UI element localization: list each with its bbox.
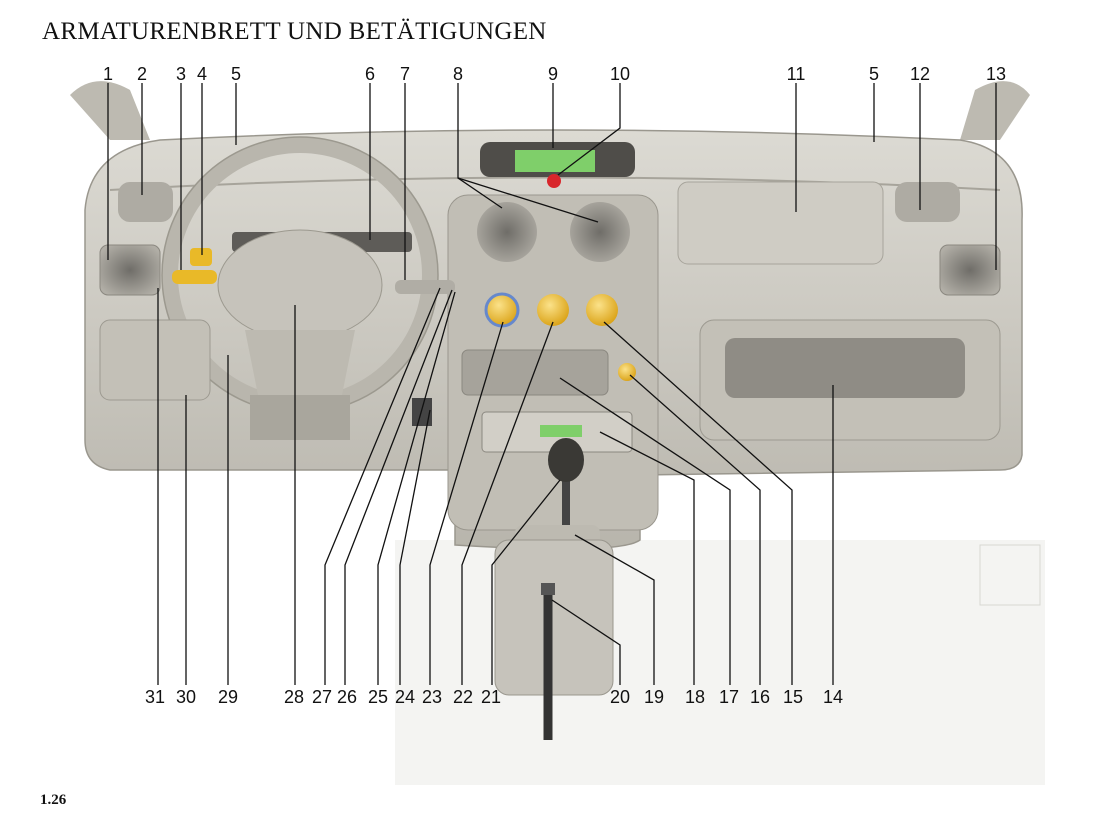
- left-speaker-grille: [118, 182, 173, 222]
- callout-label: 30: [176, 687, 196, 707]
- callout-label: 9: [548, 64, 558, 84]
- callout-label: 6: [365, 64, 375, 84]
- callout-label: 26: [337, 687, 357, 707]
- callout-label: 15: [783, 687, 803, 707]
- fuse-box-cover: [100, 320, 210, 400]
- callout-label: 7: [400, 64, 410, 84]
- callout-label: 31: [145, 687, 165, 707]
- callout-label: 23: [422, 687, 442, 707]
- callout-label: 13: [986, 64, 1006, 84]
- right-stalk: [395, 280, 455, 294]
- callout-label: 10: [610, 64, 630, 84]
- callout-label: 17: [719, 687, 739, 707]
- callout-label: 14: [823, 687, 843, 707]
- bottom-callouts: 31 30 29 28 27 26 25 24 23 22 21 20 19 1…: [145, 687, 843, 707]
- callout-label: 5: [869, 64, 879, 84]
- callout-label: 11: [787, 64, 806, 84]
- hazard-button: [547, 174, 561, 188]
- right-a-pillar: [960, 81, 1030, 140]
- left-stalk-upper: [190, 248, 212, 266]
- callout-label: 25: [368, 687, 388, 707]
- callout-label: 12: [910, 64, 930, 84]
- temperature-knob: [486, 294, 518, 326]
- passenger-airbag-panel: [678, 182, 883, 264]
- callout-label: 4: [197, 64, 207, 84]
- left-stalk: [172, 270, 217, 284]
- callout-label: 19: [644, 687, 664, 707]
- radio-display: [540, 425, 582, 437]
- callout-label: 29: [218, 687, 238, 707]
- callout-label: 16: [750, 687, 770, 707]
- callout-label: 2: [137, 64, 147, 84]
- top-callouts: 1 2 3 4 5 6 7 8 9 10 11 5 12 13: [103, 64, 1006, 84]
- right-side-vent: [940, 245, 1000, 295]
- left-side-vent: [100, 245, 160, 295]
- central-display-screen: [515, 150, 595, 172]
- fan-speed-knob: [586, 294, 618, 326]
- left-center-vent: [477, 202, 537, 262]
- callout-label: 1: [103, 64, 113, 84]
- callout-label: 20: [610, 687, 630, 707]
- callout-label: 3: [176, 64, 186, 84]
- callout-label: 5: [231, 64, 241, 84]
- callout-label: 8: [453, 64, 463, 84]
- callout-label: 21: [481, 687, 501, 707]
- handbrake-button: [541, 583, 555, 595]
- page-number: 1.26: [40, 792, 66, 809]
- callout-label: 27: [312, 687, 332, 707]
- left-a-pillar: [70, 81, 150, 140]
- gear-knob: [548, 438, 584, 482]
- callout-label: 24: [395, 687, 415, 707]
- center-tunnel: [495, 540, 613, 695]
- right-speaker-grille: [895, 182, 960, 222]
- steering-column: [250, 395, 350, 440]
- steering-wheel-lower-spoke: [245, 330, 355, 405]
- storage-tray: [462, 350, 608, 395]
- right-center-vent: [570, 202, 630, 262]
- glove-box-recess: [725, 338, 965, 398]
- callout-label: 18: [685, 687, 705, 707]
- callout-label: 22: [453, 687, 473, 707]
- steering-wheel-hub: [218, 230, 382, 340]
- air-distribution-knob: [537, 294, 569, 326]
- callout-label: 28: [284, 687, 304, 707]
